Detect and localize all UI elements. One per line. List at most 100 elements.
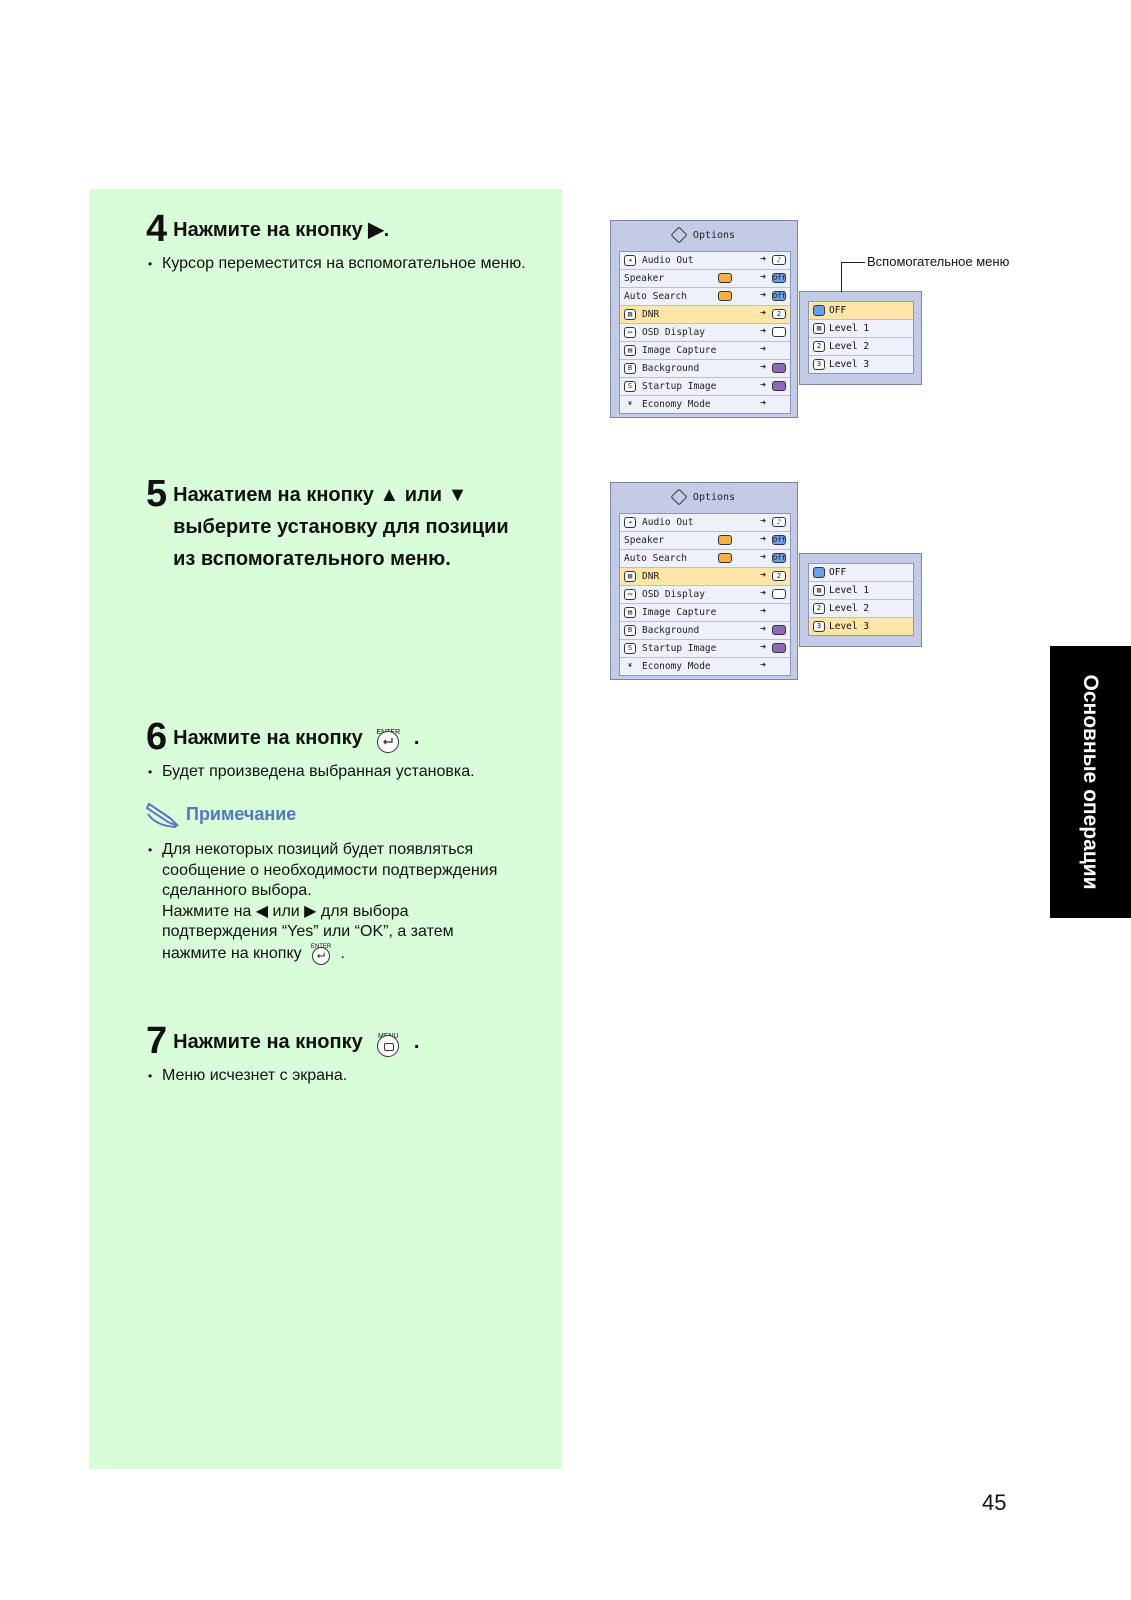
step-title: Нажмите на кнопку ENTER . xyxy=(173,722,419,754)
note-line: сделанного выбора. xyxy=(162,882,312,899)
note-line: Для некоторых позиций будет появляться xyxy=(162,841,474,858)
leaf-icon: ❦ xyxy=(627,661,633,669)
step-bullet: Курсор переместится на вспомогательное м… xyxy=(146,254,526,275)
section-side-tab: Основные операции xyxy=(1050,646,1131,918)
note-line: подтверждения “Yes” или “OK”, а затем xyxy=(162,923,454,940)
step-title-dot: . xyxy=(413,1031,420,1053)
osd-item-speaker[interactable]: Speaker➜Off xyxy=(620,532,790,550)
green-panel xyxy=(89,189,562,1469)
startup-icon: S xyxy=(624,381,636,392)
menu-button-icon: MENU xyxy=(374,1029,402,1057)
osd-options-menu-2: Options ◂Audio Out➜♪ Speaker➜Off Auto Se… xyxy=(610,482,798,680)
osd-item-image-capture[interactable]: ▤Image Capture➜ xyxy=(620,604,790,622)
level2-icon: 2 xyxy=(813,603,825,614)
osd-options-menu-1: Options ◂Audio Out➜♪ Speaker➜Off Auto Se… xyxy=(610,220,798,418)
background-icon: B xyxy=(624,363,636,374)
leaf-icon: ❦ xyxy=(627,399,633,407)
startup-icon: S xyxy=(624,643,636,654)
options-icon xyxy=(670,488,688,506)
background-icon: B xyxy=(624,625,636,636)
step-number: 7 xyxy=(146,1020,168,1062)
osd-item-auto-search[interactable]: Auto Search➜Off xyxy=(620,550,790,568)
step-title-dot: . xyxy=(413,727,420,749)
level3-icon: 3 xyxy=(813,359,825,370)
step-7: 7 Нажмите на кнопку MENU . Меню исчезнет… xyxy=(146,1022,556,1087)
level3-icon: 3 xyxy=(813,621,825,632)
step-number: 5 xyxy=(146,473,168,515)
step-number: 4 xyxy=(146,208,168,250)
step-title-text: Нажмите на кнопку xyxy=(173,727,363,749)
note-section: Примечание Для некоторых позиций будет п… xyxy=(146,800,546,965)
submenu-item-off[interactable]: OFF xyxy=(809,302,913,320)
speaker-icon: ◂ xyxy=(624,255,636,266)
dnr-icon: ▨ xyxy=(624,571,636,582)
osd-title: Options xyxy=(611,483,797,511)
sound-icon: ♪ xyxy=(772,517,786,527)
submenu-item-level1[interactable]: ▨Level 1 xyxy=(809,582,913,600)
note-line-text: нажмите на кнопку xyxy=(162,944,302,962)
off-icon xyxy=(813,305,825,316)
callout-line-vertical xyxy=(841,262,842,292)
step-title-line3: из вспомогательного меню. xyxy=(173,548,451,570)
level1-icon: ▨ xyxy=(813,585,825,596)
callout-line xyxy=(841,262,865,263)
step-title-line1: Нажатием на кнопку ▲ или ▼ xyxy=(173,484,468,506)
display-icon: ▭ xyxy=(624,327,636,338)
step-title-line2: выберите установку для позиции xyxy=(173,516,509,538)
osd-item-dnr[interactable]: ▨DNR➜2 xyxy=(620,568,790,586)
sound-icon: ♪ xyxy=(772,255,786,265)
enter-button-icon: ENTER xyxy=(310,943,332,965)
section-side-tab-label: Основные операции xyxy=(1079,674,1102,890)
page-number: 45 xyxy=(982,1490,1007,1515)
step-4: 4 Нажмите на кнопку ▶. Курсор переместит… xyxy=(146,210,546,275)
osd-item-osd-display[interactable]: ▭OSD Display➜ xyxy=(620,586,790,604)
osd-title: Options xyxy=(611,221,797,249)
submenu-item-level1[interactable]: ▨Level 1 xyxy=(809,320,913,338)
pencil-icon xyxy=(146,802,179,828)
submenu-callout: Вспомогательное меню xyxy=(867,254,1010,269)
note-bullet: Для некоторых позиций будет появляться с… xyxy=(146,840,546,965)
osd-item-audio-out[interactable]: ◂Audio Out➜♪ xyxy=(620,514,790,532)
options-icon xyxy=(670,226,688,244)
osd-item-auto-search[interactable]: Auto Search➜Off xyxy=(620,288,790,306)
step-title-text: Нажмите на кнопку xyxy=(173,1031,363,1053)
osd-item-economy-mode[interactable]: ❦Economy Mode➜ xyxy=(620,396,790,413)
osd-item-osd-display[interactable]: ▭OSD Display➜ xyxy=(620,324,790,342)
submenu-item-off[interactable]: OFF xyxy=(809,564,913,582)
osd-item-dnr[interactable]: ▨DNR➜2 xyxy=(620,306,790,324)
osd-item-image-capture[interactable]: ▤Image Capture➜ xyxy=(620,342,790,360)
note-line: Нажмите на ◀ или ▶ для выбора xyxy=(162,902,409,920)
display-icon: ▭ xyxy=(624,589,636,600)
step-bullet: Меню исчезнет с экрана. xyxy=(146,1066,526,1087)
level2-icon: 2 xyxy=(813,341,825,352)
osd-item-speaker[interactable]: Speaker➜Off xyxy=(620,270,790,288)
osd-item-audio-out[interactable]: ◂Audio Out➜♪ xyxy=(620,252,790,270)
step-title: Нажмите на кнопку ▶. xyxy=(173,219,390,241)
step-5: 5 Нажатием на кнопку ▲ или ▼ выберите ус… xyxy=(146,475,556,575)
osd-item-economy-mode[interactable]: ❦Economy Mode➜ xyxy=(620,658,790,675)
step-title: Нажмите на кнопку MENU . xyxy=(173,1026,419,1058)
note-line: сообщение о необходимости подтверждения xyxy=(162,861,498,879)
note-line: нажмите на кнопку ENTER . xyxy=(162,943,546,965)
step-number: 6 xyxy=(146,716,168,758)
capture-icon: ▤ xyxy=(624,345,636,356)
step-6: 6 Нажмите на кнопку ENTER . Будет произв… xyxy=(146,718,556,783)
note-line-end: . xyxy=(340,944,345,962)
speaker-icon: ◂ xyxy=(624,517,636,528)
level1-icon: ▨ xyxy=(813,323,825,334)
dnr-icon: ▨ xyxy=(624,309,636,320)
step-bullet: Будет произведена выбранная установка. xyxy=(146,762,526,783)
note-title: Примечание xyxy=(186,803,297,824)
capture-icon: ▤ xyxy=(624,607,636,618)
enter-button-icon: ENTER xyxy=(374,725,402,753)
